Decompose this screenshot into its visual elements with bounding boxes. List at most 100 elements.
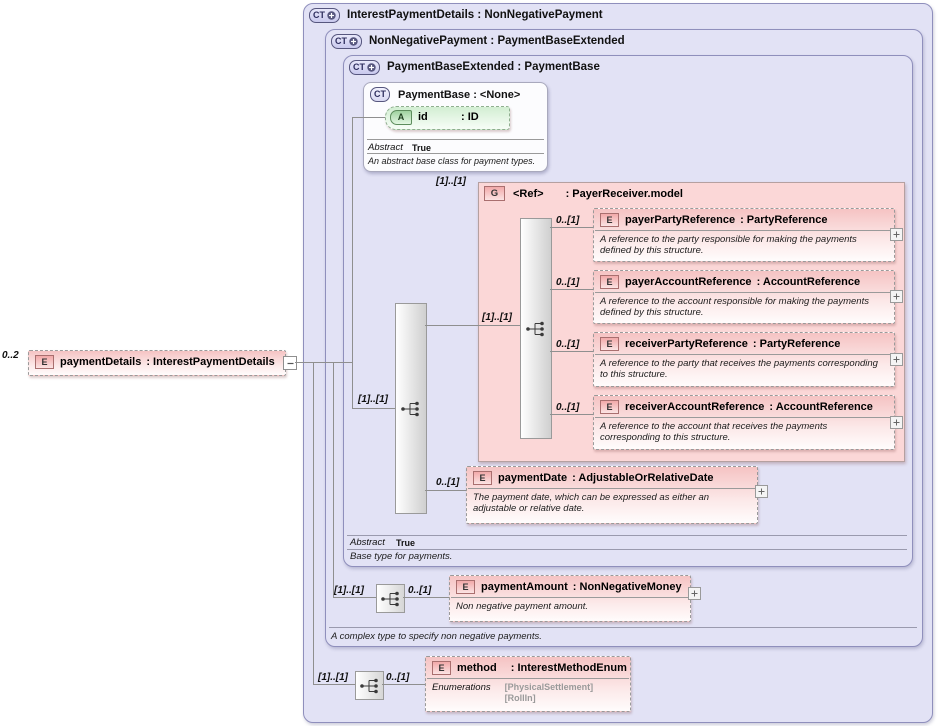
complextype-badge: CT bbox=[331, 33, 362, 49]
connector-line bbox=[295, 362, 352, 363]
expand-toggle[interactable] bbox=[755, 485, 768, 498]
paymentbase-header: CT PaymentBase : <None> bbox=[370, 87, 520, 102]
container-header-paymentbaseextended[interactable]: CT PaymentBaseExtended : PaymentBase bbox=[349, 59, 600, 75]
connector-line bbox=[550, 289, 593, 290]
element-annotation: A reference to the account that receives… bbox=[600, 421, 828, 443]
abstract-facet-value: True bbox=[412, 143, 432, 153]
connector-line bbox=[313, 684, 355, 685]
collapse-toggle[interactable] bbox=[283, 356, 297, 370]
connector-line bbox=[352, 408, 395, 409]
element-annotation: A reference to the party responsible for… bbox=[600, 234, 857, 256]
cardinality-label: [1]..[1] bbox=[436, 176, 466, 187]
connector-line bbox=[550, 351, 593, 352]
cardinality-label: 0..[1] bbox=[556, 339, 580, 350]
connector-line bbox=[352, 117, 353, 408]
element-type: : InterestPaymentDetails bbox=[146, 356, 275, 368]
container-header-interestpaymentdetails[interactable]: CT InterestPaymentDetails : NonNegativeP… bbox=[309, 7, 603, 23]
element-badge: E bbox=[600, 212, 619, 227]
divider bbox=[468, 488, 756, 489]
element-annotation: A reference to the party that receives t… bbox=[600, 358, 878, 380]
expand-toggle[interactable] bbox=[688, 587, 701, 600]
group-name: <Ref> bbox=[513, 187, 544, 200]
attribute-name: id bbox=[418, 111, 428, 123]
divider bbox=[595, 354, 893, 355]
connector-line bbox=[425, 490, 466, 491]
expand-toggle[interactable] bbox=[890, 353, 903, 366]
ct-plus-icon bbox=[367, 62, 376, 72]
element-type: : AccountReference bbox=[769, 400, 873, 413]
container-title: PaymentBaseExtended : PaymentBase bbox=[387, 61, 600, 73]
element-badge: E bbox=[35, 355, 54, 369]
attribute-type: : ID bbox=[461, 111, 479, 123]
abstract-facet-label: Abstract bbox=[350, 537, 385, 548]
plus-icon bbox=[893, 293, 900, 300]
nonnegativepayment-annotation: A complex type to specify non negative p… bbox=[331, 631, 542, 642]
container-header-nonnegativepayment[interactable]: CT NonNegativePayment : PaymentBaseExten… bbox=[331, 33, 625, 49]
sequence-bar-paymentbase[interactable] bbox=[395, 303, 427, 514]
cardinality-label: [1]..[1] bbox=[482, 312, 512, 323]
cardinality-label: [1]..[1] bbox=[334, 585, 364, 596]
minus-icon bbox=[287, 362, 293, 364]
ct-plus-icon bbox=[327, 10, 336, 20]
plus-icon bbox=[893, 419, 900, 426]
cardinality-label: 0..2 bbox=[2, 350, 19, 361]
connector-line bbox=[333, 597, 376, 598]
element-annotation: The payment date, which can be expressed… bbox=[473, 492, 710, 514]
cardinality-label: [1]..[1] bbox=[318, 672, 348, 683]
expand-toggle[interactable] bbox=[890, 228, 903, 241]
paymentbaseextended-annotation: Base type for payments. bbox=[350, 551, 453, 562]
group-type: : PayerReceiver.model bbox=[565, 187, 683, 200]
divider bbox=[595, 417, 893, 418]
container-title: NonNegativePayment : PaymentBaseExtended bbox=[369, 35, 625, 47]
connector-line bbox=[425, 325, 520, 326]
group-badge: G bbox=[484, 186, 505, 201]
expand-toggle[interactable] bbox=[890, 290, 903, 303]
element-paymentdetails[interactable]: E paymentDetails : InterestPaymentDetail… bbox=[28, 350, 286, 376]
element-name: paymentDetails bbox=[60, 356, 142, 368]
plus-icon bbox=[758, 488, 765, 495]
element-type: : PartyReference bbox=[740, 213, 828, 226]
group-header[interactable]: G <Ref> : PayerReceiver.model bbox=[484, 186, 683, 201]
sequence-icon bbox=[401, 401, 419, 416]
element-name: payerAccountReference bbox=[625, 275, 752, 288]
element-name: payerPartyReference bbox=[625, 213, 736, 226]
cardinality-label: 0..[1] bbox=[436, 477, 460, 488]
element-badge: E bbox=[600, 274, 619, 289]
cardinality-label: 0..[1] bbox=[386, 672, 410, 683]
abstract-facet-label: Abstract bbox=[368, 142, 403, 153]
sequence-compositor-method[interactable] bbox=[355, 671, 384, 700]
plus-icon bbox=[893, 356, 900, 363]
connector-line bbox=[333, 362, 334, 597]
complextype-badge: CT bbox=[349, 59, 380, 75]
enumerations-label: Enumerations bbox=[432, 682, 491, 693]
sequence-compositor-paymentamount[interactable] bbox=[376, 584, 405, 613]
plus-icon bbox=[691, 590, 698, 597]
divider bbox=[347, 549, 907, 550]
attribute-badge: A bbox=[390, 109, 412, 125]
element-badge: E bbox=[600, 336, 619, 351]
element-name: paymentAmount bbox=[481, 580, 568, 593]
connector-line bbox=[382, 684, 425, 685]
sequence-icon bbox=[359, 678, 378, 693]
expand-toggle[interactable] bbox=[890, 416, 903, 429]
divider bbox=[451, 597, 689, 598]
divider bbox=[427, 678, 629, 679]
element-annotation: A reference to the account responsible f… bbox=[600, 296, 869, 318]
complextype-badge: CT bbox=[370, 87, 390, 102]
divider bbox=[347, 535, 907, 536]
element-name: method bbox=[457, 661, 497, 674]
cardinality-label: 0..[1] bbox=[556, 277, 580, 288]
element-type: : AdjustableOrRelativeDate bbox=[572, 471, 714, 484]
element-badge: E bbox=[473, 470, 492, 485]
element-name: receiverPartyReference bbox=[625, 337, 748, 350]
divider bbox=[367, 153, 544, 154]
attribute-id[interactable]: A id : ID bbox=[385, 106, 510, 130]
sequence-bar-payerreceiver[interactable] bbox=[520, 218, 552, 439]
